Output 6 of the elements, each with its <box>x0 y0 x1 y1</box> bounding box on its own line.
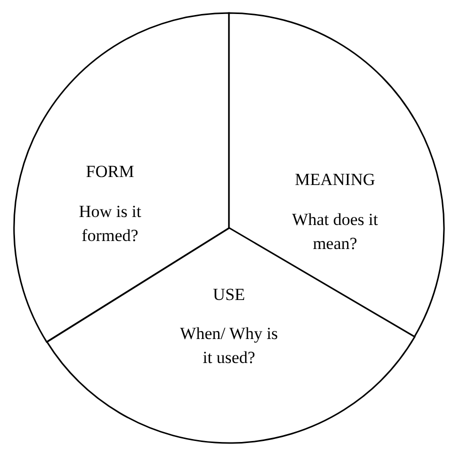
segment-question: When/ Why is it used? <box>179 323 279 369</box>
segment-title: FORM <box>84 161 136 183</box>
segment-question: How is it formed? <box>78 201 142 247</box>
segment-title: MEANING <box>294 169 376 191</box>
segment-title: USE <box>212 284 246 306</box>
segment-question: What does it mean? <box>291 209 379 255</box>
